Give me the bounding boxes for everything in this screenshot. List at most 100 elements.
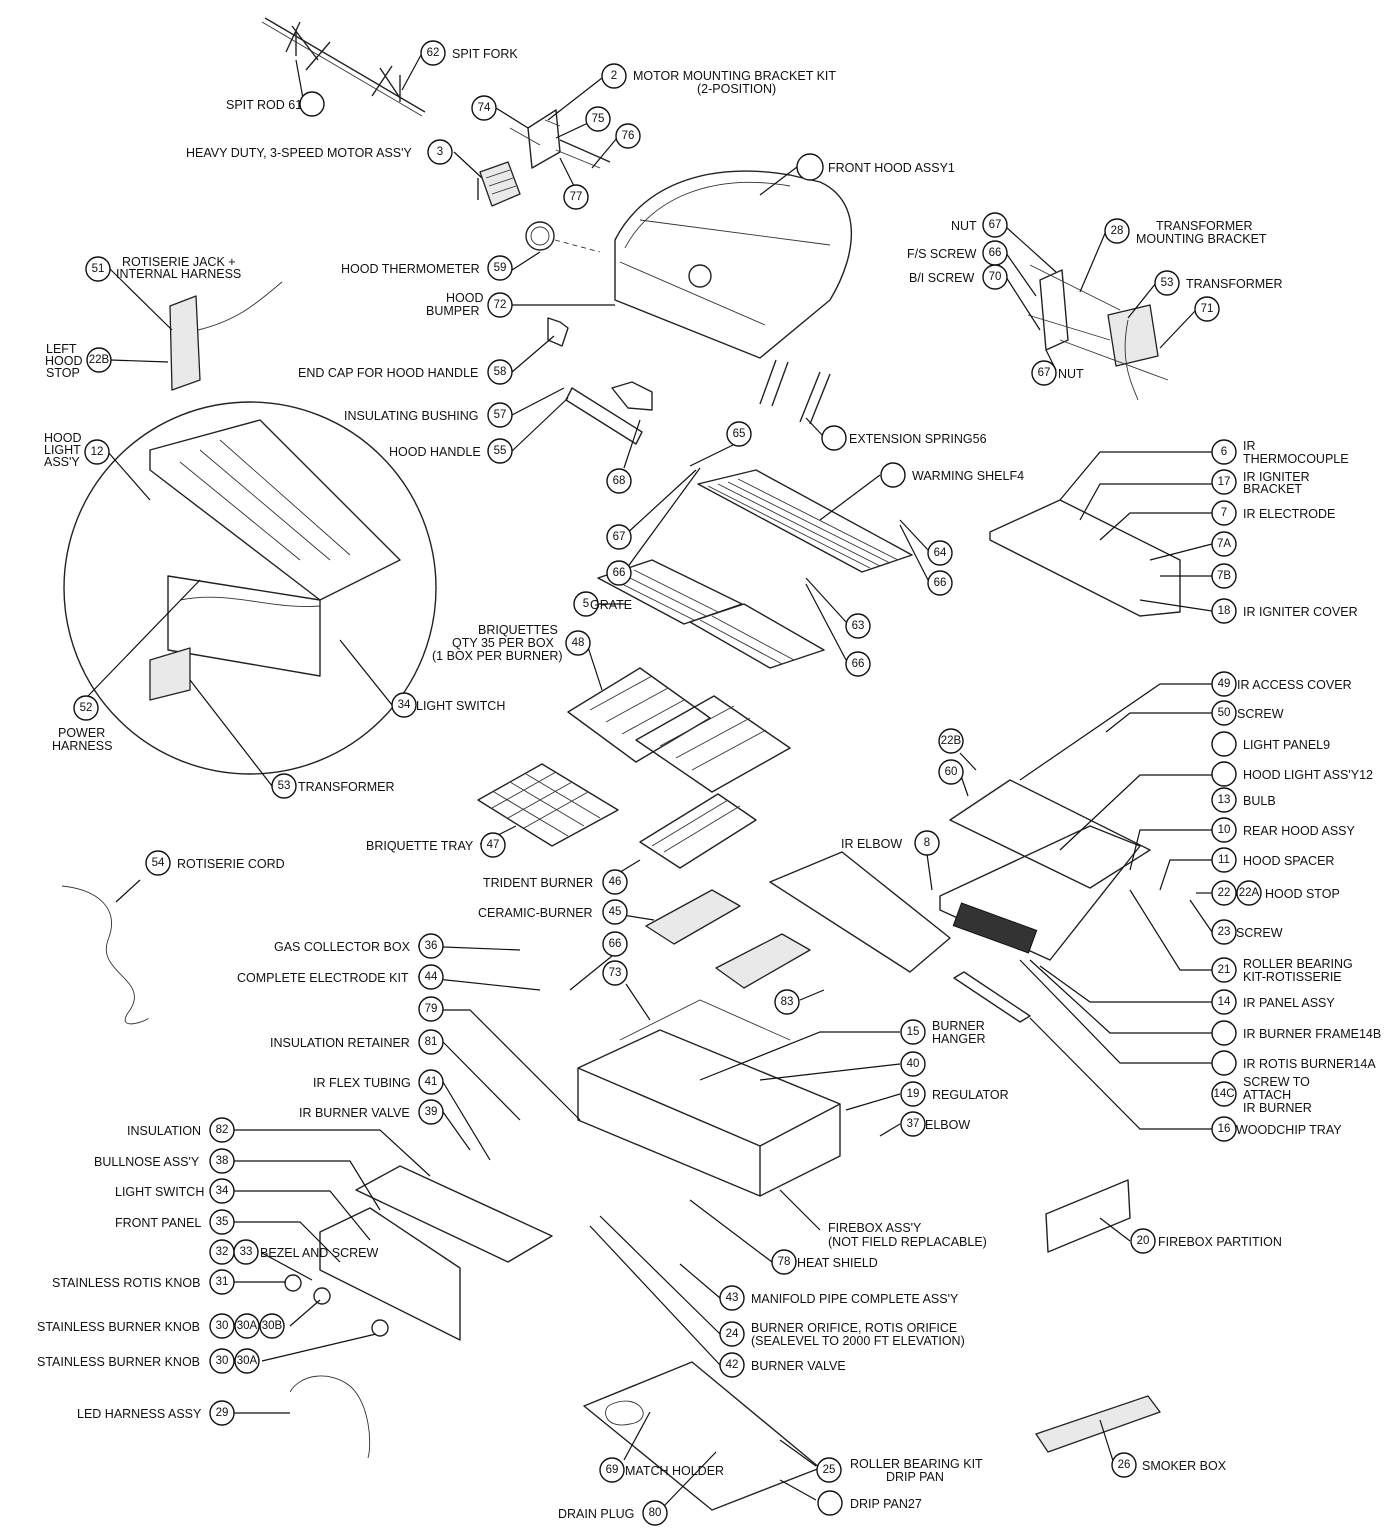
callout-22b-left-hood-stop: 22B LEFT HOOD STOP [45,342,112,380]
svg-text:DRIP PAN: DRIP PAN [886,1470,944,1484]
svg-text:40: 40 [907,1058,920,1070]
svg-text:58: 58 [494,366,507,378]
svg-text:STAINLESS BURNER KNOB: STAINLESS BURNER KNOB [37,1320,200,1334]
callout-23: 23 SCREW [1211,919,1283,945]
svg-text:COMPLETE ELECTRODE KIT: COMPLETE ELECTRODE KIT [237,971,409,985]
svg-text:F/S SCREW: F/S SCREW [907,247,977,261]
svg-text:SPIT ROD 61: SPIT ROD 61 [226,98,302,112]
svg-text:HOOD: HOOD [446,291,484,305]
svg-text:30: 30 [216,1320,229,1332]
svg-text:(NOT FIELD REPLACABLE): (NOT FIELD REPLACABLE) [828,1235,987,1249]
svg-text:HOOD STOP: HOOD STOP [1265,887,1340,901]
svg-text:73: 73 [609,967,622,979]
svg-text:42: 42 [726,1359,739,1371]
svg-text:POWER: POWER [58,726,105,740]
svg-text:STAINLESS BURNER KNOB: STAINLESS BURNER KNOB [37,1355,200,1369]
svg-text:81: 81 [425,1036,438,1048]
callout-10: 10 REAR HOOD ASSY [1211,817,1355,843]
svg-text:26: 26 [1118,1459,1131,1471]
svg-text:64: 64 [934,547,947,559]
svg-text:REAR HOOD ASSY: REAR HOOD ASSY [1243,824,1355,838]
svg-text:BRIQUETTES: BRIQUETTES [478,623,558,637]
svg-text:71: 71 [1201,303,1214,315]
callout-21: 21 ROLLER BEARING KIT-ROTISSERIE [1211,957,1353,984]
briquettes-part [567,667,791,793]
callout-47: 47 BRIQUETTE TRAY [366,832,506,858]
callout-27: DRIP PAN27 [817,1490,922,1516]
svg-text:70: 70 [989,271,1002,283]
woodchip-tray-part [953,971,1031,1023]
svg-text:78: 78 [778,1256,791,1268]
svg-text:IR IGNITER COVER: IR IGNITER COVER [1243,605,1358,619]
svg-text:17: 17 [1218,476,1231,488]
svg-text:22A: 22A [1239,887,1260,899]
svg-text:62: 62 [427,47,440,59]
svg-text:BRIQUETTE TRAY: BRIQUETTE TRAY [366,839,474,853]
svg-text:HOOD HANDLE: HOOD HANDLE [389,445,481,459]
svg-text:IR ACCESS COVER: IR ACCESS COVER [1237,678,1352,692]
svg-text:82: 82 [216,1124,229,1136]
callout-49: 49 IR ACCESS COVER [1211,671,1352,697]
svg-text:HOOD LIGHT ASS'Y12: HOOD LIGHT ASS'Y12 [1243,768,1373,782]
callout-72: 72 HOOD BUMPER [426,291,513,318]
callout-14b: IR BURNER FRAME14B [1211,1020,1381,1046]
svg-text:67: 67 [613,531,626,543]
callout-29: 29 LED HARNESS ASSY [77,1400,235,1426]
svg-text:79: 79 [425,1003,438,1015]
svg-text:NUT: NUT [1058,367,1084,381]
svg-text:30A: 30A [237,1355,258,1367]
callout-1: FRONT HOOD ASSY1 [796,153,955,181]
callout-5: 5 GRATE [573,591,632,617]
svg-text:67: 67 [1038,367,1051,379]
svg-text:66: 66 [852,658,865,670]
svg-text:KIT-ROTISSERIE: KIT-ROTISSERIE [1243,970,1342,984]
svg-text:14: 14 [1218,996,1231,1008]
svg-text:ASS'Y: ASS'Y [44,455,80,469]
callout-80: 80 DRAIN PLUG [558,1500,668,1526]
callout-15: 15 BURNER HANGER [900,1019,985,1046]
svg-text:B/I SCREW: B/I SCREW [909,271,974,285]
svg-text:SPIT FORK: SPIT FORK [452,47,518,61]
svg-text:28: 28 [1111,225,1124,237]
svg-text:TRANSFORMER: TRANSFORMER [298,780,395,794]
svg-text:66: 66 [934,577,947,589]
svg-text:INTERNAL HARNESS: INTERNAL HARNESS [116,267,241,281]
svg-text:55: 55 [494,445,507,457]
callout-59: 59 HOOD THERMOMETER [341,255,513,281]
svg-text:47: 47 [487,839,500,851]
svg-text:ROTISERIE JACK +: ROTISERIE JACK + [122,255,236,269]
svg-text:HOOD THERMOMETER: HOOD THERMOMETER [341,262,480,276]
svg-text:IR ROTIS BURNER14A: IR ROTIS BURNER14A [1243,1057,1376,1071]
svg-text:CERAMIC-BURNER: CERAMIC-BURNER [478,906,593,920]
svg-text:STAINLESS ROTIS KNOB: STAINLESS ROTIS KNOB [52,1276,200,1290]
callout-54: 54 ROTISERIE CORD [145,850,285,876]
callout-73: 73 [602,960,628,986]
callout-61: SPIT ROD 61 [226,91,325,117]
callout-13: 13 BULB [1211,787,1276,813]
callout-82: 82 INSULATION [127,1117,235,1143]
callout-11: 11 HOOD SPACER [1211,847,1334,873]
svg-text:MOUNTING BRACKET: MOUNTING BRACKET [1136,232,1267,246]
callout-14c: 14C SCREW TO ATTACH IR BURNER [1211,1075,1312,1115]
svg-text:36: 36 [425,940,438,952]
callout-7: 7 IR ELECTRODE [1211,500,1335,526]
svg-text:IR BURNER VALVE: IR BURNER VALVE [299,1106,410,1120]
svg-text:38: 38 [216,1155,229,1167]
svg-text:FRONT PANEL: FRONT PANEL [115,1216,201,1230]
svg-text:ELBOW: ELBOW [925,1118,970,1132]
svg-text:BULB: BULB [1243,794,1276,808]
callout-7a: 7A [1211,531,1237,557]
svg-text:23: 23 [1218,926,1231,938]
callout-67-nut: 67 NUT [951,212,1008,238]
callout-67-nut-lower: 67 NUT [1031,360,1084,386]
callout-46: 46 TRIDENT BURNER [483,869,628,895]
svg-text:LIGHT SWITCH: LIGHT SWITCH [115,1185,204,1199]
callout-12-hood-light-right: HOOD LIGHT ASS'Y12 [1211,761,1373,787]
svg-text:3: 3 [437,146,443,158]
callout-14: 14 IR PANEL ASSY [1211,989,1335,1015]
ir-igniter-panel-part [989,499,1181,617]
svg-text:76: 76 [622,130,635,142]
svg-text:30B: 30B [262,1320,283,1332]
callout-firebox: FIREBOX ASS'Y (NOT FIELD REPLACABLE) [828,1221,987,1249]
svg-text:HOOD: HOOD [44,431,82,445]
